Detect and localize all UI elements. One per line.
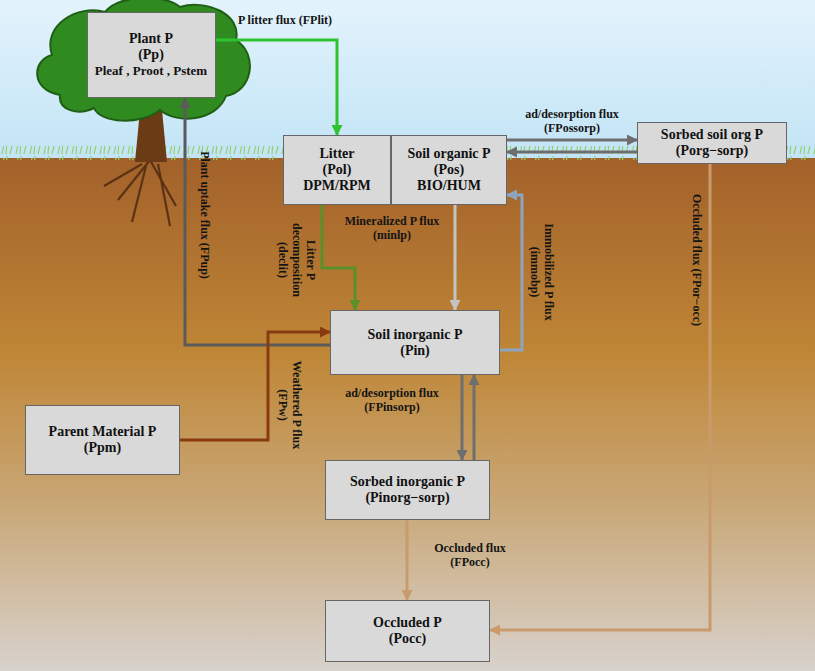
- flux-arrow: [473, 375, 476, 460]
- pool-box: Sorbed soil org P(Porg−sorp): [637, 122, 787, 164]
- pool-name: Plant P: [129, 31, 173, 47]
- pool-name: Soil inorganic P: [368, 327, 463, 343]
- flux-label: Occluded flux (FPocc): [415, 541, 525, 569]
- flux-arrow: [500, 195, 522, 350]
- pool-name: Litter: [320, 146, 355, 162]
- pool-box: Parent Material P(Ppm): [25, 405, 180, 475]
- flux-label: Litter P decomposition (declit): [275, 213, 317, 308]
- pool-symbol: (Pos): [434, 162, 464, 178]
- flux-arrow: [406, 520, 409, 600]
- pool-name: Parent Material P: [49, 424, 157, 440]
- pool-box: Litter(Pol)DPM/RPM: [283, 135, 391, 205]
- flux-label: ad/desorption flux (FPossorp): [511, 107, 633, 135]
- flux-label: Weathered P flux (FPw): [275, 348, 303, 463]
- flux-label: Occluded flux (FPor−occ): [690, 175, 704, 345]
- pool-symbol: (Pin): [400, 343, 430, 359]
- flux-arrow: [461, 375, 464, 460]
- pool-symbol: DPM/RPM: [303, 178, 371, 194]
- pool-box: Soil inorganic P(Pin): [330, 310, 500, 375]
- pool-symbol: BIO/HUM: [417, 178, 481, 194]
- flux-label: Plant uptake flux (FPup): [198, 130, 212, 300]
- flux-label: Immobilized P flux (immobp): [528, 197, 556, 347]
- flux-label: P litter flux (FPlit): [235, 13, 335, 27]
- pool-name: Soil organic P: [407, 146, 490, 162]
- flux-label: ad/desorption flux (FPinsorp): [332, 386, 452, 414]
- pool-name: Occluded P: [373, 615, 442, 631]
- pool-symbol: (Pinorg−sorp): [365, 490, 449, 506]
- pool-symbol: (Ppm): [84, 440, 121, 456]
- flux-label: Mineralized P flux (minlp): [335, 214, 450, 242]
- flux-arrow: [216, 40, 338, 135]
- pool-box: Sorbed inorganic P(Pinorg−sorp): [325, 460, 490, 520]
- pool-symbol: (Pp): [138, 47, 164, 63]
- flux-arrow: [507, 151, 637, 154]
- tree-illustration: [37, 0, 250, 226]
- soil-ground: [0, 158, 815, 671]
- pool-symbol: (Pocc): [389, 631, 426, 647]
- flux-arrow: [490, 164, 710, 630]
- flux-arrow: [180, 332, 330, 440]
- flux-arrow: [507, 139, 637, 142]
- pool-symbol: (Pol): [323, 162, 352, 178]
- pool-symbol: Pleaf , Proot , Pstem: [95, 63, 207, 79]
- pool-symbol: (Porg−sorp): [676, 143, 749, 159]
- pool-box: Occluded P(Pocc): [325, 600, 490, 662]
- pool-name: Sorbed inorganic P: [350, 474, 465, 490]
- pool-box: Soil organic P(Pos)BIO/HUM: [391, 135, 507, 205]
- flux-arrow: [454, 205, 457, 310]
- pool-name: Sorbed soil org P: [661, 127, 763, 143]
- pool-box: Plant P(Pp)Pleaf , Proot , Pstem: [87, 12, 216, 98]
